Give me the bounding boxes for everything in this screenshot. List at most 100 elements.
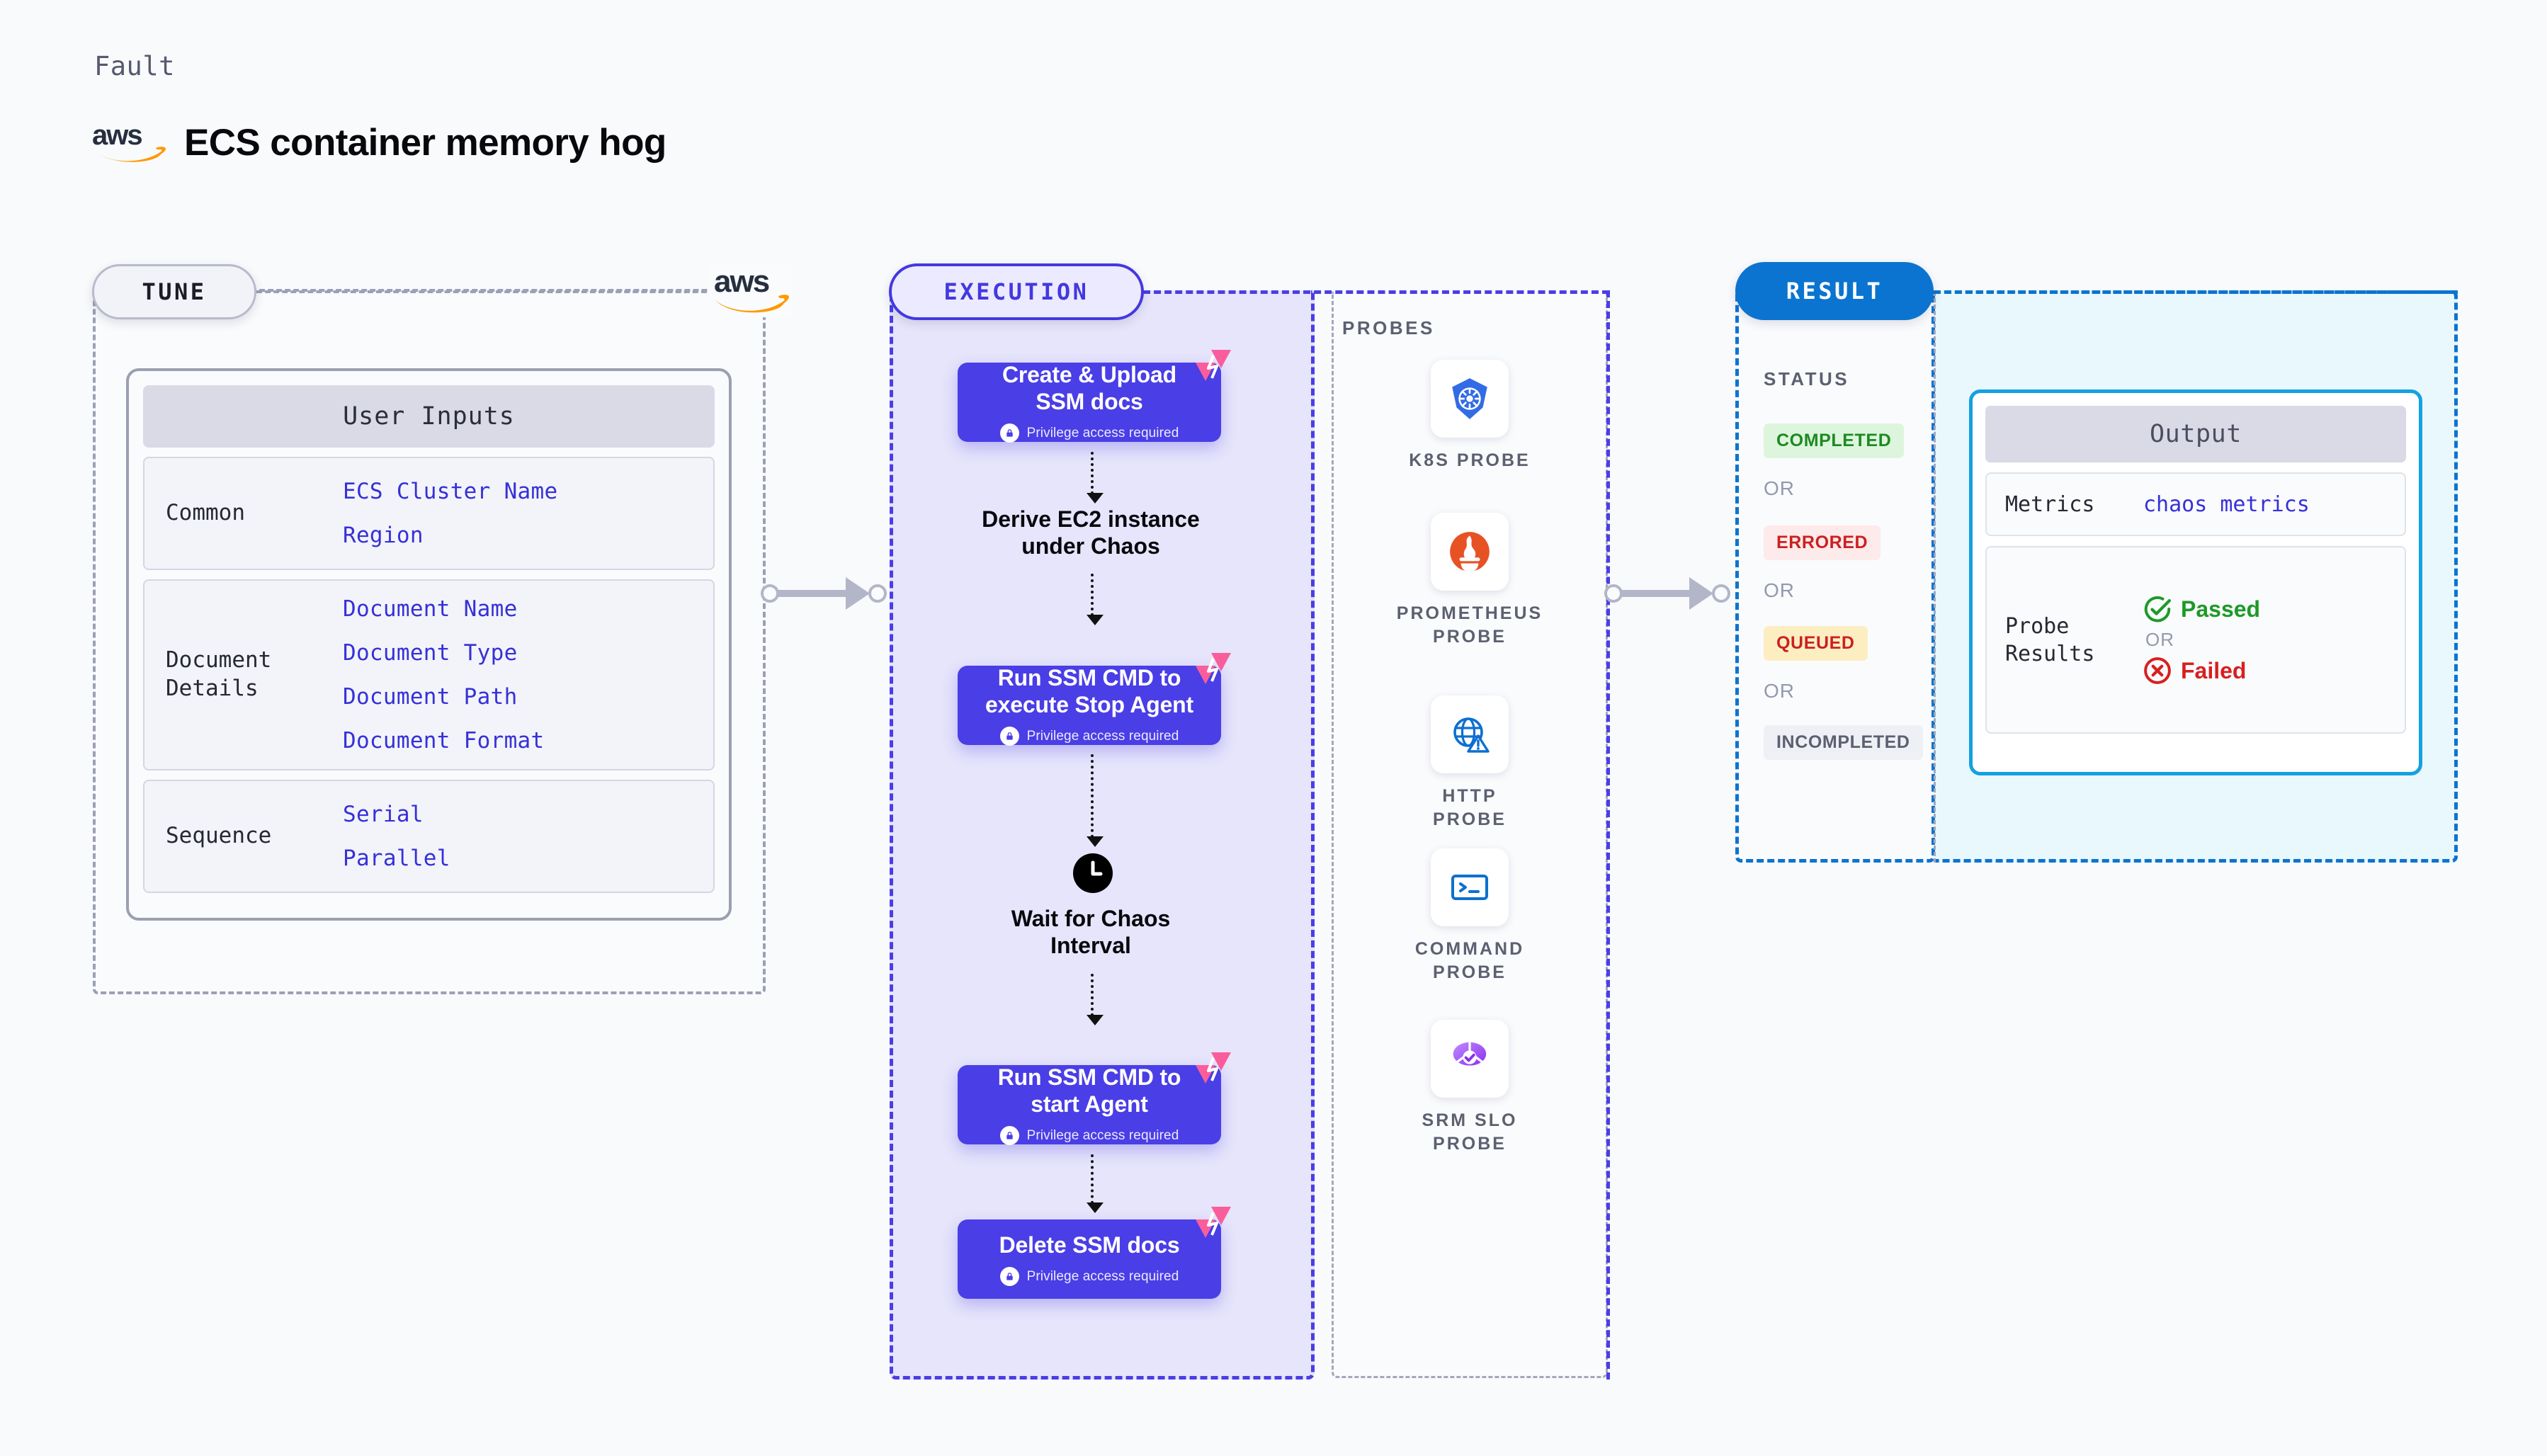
execution-panel-right-edge xyxy=(1606,290,1610,1380)
probe-item-prometheus[interactable]: PROMETHEUS PROBE xyxy=(1397,513,1541,649)
status-or-1: OR xyxy=(1764,477,1795,499)
probe-item-srm-slo[interactable]: SRM SLO PROBE xyxy=(1406,1020,1533,1156)
input-group-common[interactable]: Common ECS Cluster Name Region xyxy=(143,457,715,570)
probes-title: PROBES xyxy=(1342,317,1435,339)
lock-icon xyxy=(999,1267,1019,1287)
privilege-required-badge: Privilege access required xyxy=(999,1126,1179,1146)
flow-node-wait-for-chaos-interval: Wait for Chaos Interval xyxy=(1011,906,1171,959)
output-row-probe-results: Probe Results Passed OR Failed xyxy=(1985,546,2406,734)
status-or-3: OR xyxy=(1764,680,1795,702)
probe-item-http[interactable]: HTTP PROBE xyxy=(1406,695,1533,831)
probe-label: K8S PROBE xyxy=(1409,450,1531,470)
probe-label: COMMAND PROBE xyxy=(1414,939,1525,982)
output-header: Output xyxy=(1985,406,2406,462)
probe-item-k8s[interactable]: K8S PROBE xyxy=(1406,360,1533,472)
input-field-region[interactable]: Region xyxy=(343,523,424,548)
privilege-required-text: Privilege access required xyxy=(1026,1127,1179,1143)
harness-chaos-badge-icon xyxy=(1196,1052,1231,1084)
aws-logo-icon: aws xyxy=(92,120,166,162)
flow-node-title: Delete SSM docs xyxy=(999,1232,1180,1258)
user-inputs-card: User Inputs Common ECS Cluster Name Regi… xyxy=(126,368,732,921)
probe-results-label: Probe Results xyxy=(2005,613,2095,666)
svg-text:aws: aws xyxy=(92,120,142,151)
flow-arrow-2 xyxy=(1087,574,1104,625)
input-field-document-format[interactable]: Document Format xyxy=(343,728,545,753)
srm-slo-icon xyxy=(1431,1020,1509,1098)
tune-dashed-connector xyxy=(256,290,724,293)
result-panel-pill[interactable]: RESULT xyxy=(1735,262,1934,320)
prometheus-icon xyxy=(1431,513,1509,591)
input-group-label: Document Details xyxy=(166,647,272,701)
tune-panel-pill[interactable]: TUNE xyxy=(92,264,256,319)
lock-icon xyxy=(999,727,1019,746)
execution-panel xyxy=(890,290,1315,1380)
probe-result-passed: Passed xyxy=(2143,595,2260,623)
input-field-document-name[interactable]: Document Name xyxy=(343,596,518,622)
check-circle-icon xyxy=(2144,596,2171,622)
svg-text:aws: aws xyxy=(714,264,769,299)
input-option-parallel[interactable]: Parallel xyxy=(343,846,450,871)
harness-chaos-badge-icon xyxy=(1196,653,1231,684)
privilege-required-badge: Privilege access required xyxy=(999,1267,1179,1287)
output-card: Output Metrics chaos metrics Probe Resul… xyxy=(1969,389,2422,775)
flow-node-title: Run SSM CMD to execute Stop Agent xyxy=(985,664,1193,717)
privilege-required-text: Privilege access required xyxy=(1026,425,1179,440)
flow-node-run-ssm-cmd-start-agent[interactable]: Run SSM CMD to start Agent Privilege acc… xyxy=(958,1052,1231,1146)
input-group-document-details[interactable]: Document Details Document Name Document … xyxy=(143,579,715,770)
flow-arrow-4 xyxy=(1087,974,1104,1025)
lock-icon xyxy=(999,423,1019,443)
probe-label: HTTP PROBE xyxy=(1433,786,1507,829)
status-badge-completed: COMPLETED xyxy=(1764,423,1905,458)
lock-icon xyxy=(999,1126,1019,1146)
input-field-document-type[interactable]: Document Type xyxy=(343,640,518,666)
input-field-ecs-cluster-name[interactable]: ECS Cluster Name xyxy=(343,479,558,504)
connector-tune-to-execution xyxy=(761,577,895,610)
x-circle-icon xyxy=(2144,657,2171,684)
status-badge-incompleted: INCOMPLETED xyxy=(1764,725,1923,760)
output-row-metrics: Metrics chaos metrics xyxy=(1985,472,2406,536)
harness-chaos-badge-icon xyxy=(1196,1207,1231,1238)
input-group-sequence[interactable]: Sequence Serial Parallel xyxy=(143,780,715,893)
flow-node-title: Run SSM CMD to start Agent xyxy=(997,1064,1181,1117)
probe-result-or: OR xyxy=(2145,629,2174,650)
flow-node-derive-ec2-instance: Derive EC2 instance under Chaos xyxy=(982,506,1200,559)
result-status-divider xyxy=(1934,292,1936,863)
flow-node-title: Create & Upload SSM docs xyxy=(1002,361,1176,414)
input-field-document-path[interactable]: Document Path xyxy=(343,684,518,710)
flow-arrow-3 xyxy=(1087,754,1104,847)
terminal-icon xyxy=(1431,848,1509,926)
probe-label: PROMETHEUS PROBE xyxy=(1396,603,1543,647)
result-dashed-connector xyxy=(1934,290,2458,294)
privilege-required-text: Privilege access required xyxy=(1026,1268,1179,1284)
flow-arrow-1 xyxy=(1087,452,1104,504)
flow-node-run-ssm-cmd-stop-agent[interactable]: Run SSM CMD to execute Stop Agent Privil… xyxy=(958,653,1231,746)
flow-node-create-upload-ssm-docs[interactable]: Create & Upload SSM docs Privilege acces… xyxy=(958,350,1231,443)
flow-arrow-5 xyxy=(1087,1154,1104,1213)
user-inputs-header: User Inputs xyxy=(143,385,715,448)
execution-dashed-connector xyxy=(1143,290,1609,294)
metrics-value[interactable]: chaos metrics xyxy=(2143,491,2310,517)
connector-execution-to-result xyxy=(1604,577,1739,610)
privilege-required-text: Privilege access required xyxy=(1026,728,1179,744)
status-badge-errored: ERRORED xyxy=(1764,525,1881,560)
probes-panel xyxy=(1332,292,1608,1378)
privilege-required-badge: Privilege access required xyxy=(999,727,1179,746)
privilege-required-badge: Privilege access required xyxy=(999,423,1179,443)
flow-node-delete-ssm-docs[interactable]: Delete SSM docs Privilege access require… xyxy=(958,1207,1231,1299)
page-title-row: aws ECS container memory hog xyxy=(92,120,666,164)
probe-label: SRM SLO PROBE xyxy=(1422,1110,1518,1154)
input-option-serial[interactable]: Serial xyxy=(343,802,424,827)
status-badge-queued: QUEUED xyxy=(1764,626,1868,661)
status-title: STATUS xyxy=(1764,368,1850,389)
input-group-label: Common xyxy=(166,500,245,526)
http-globe-warning-icon xyxy=(1431,695,1509,773)
page-title: ECS container memory hog xyxy=(184,121,666,164)
fault-eyebrow-label: Fault xyxy=(94,51,175,81)
input-group-label: Sequence xyxy=(166,823,272,849)
result-status-panel xyxy=(1735,290,1935,863)
probe-item-command[interactable]: COMMAND PROBE xyxy=(1406,848,1533,984)
execution-panel-pill[interactable]: EXECUTION xyxy=(889,263,1144,320)
kubernetes-icon xyxy=(1431,360,1509,438)
probe-result-passed-label: Passed xyxy=(2181,596,2261,622)
probe-result-failed: Failed xyxy=(2143,656,2260,685)
